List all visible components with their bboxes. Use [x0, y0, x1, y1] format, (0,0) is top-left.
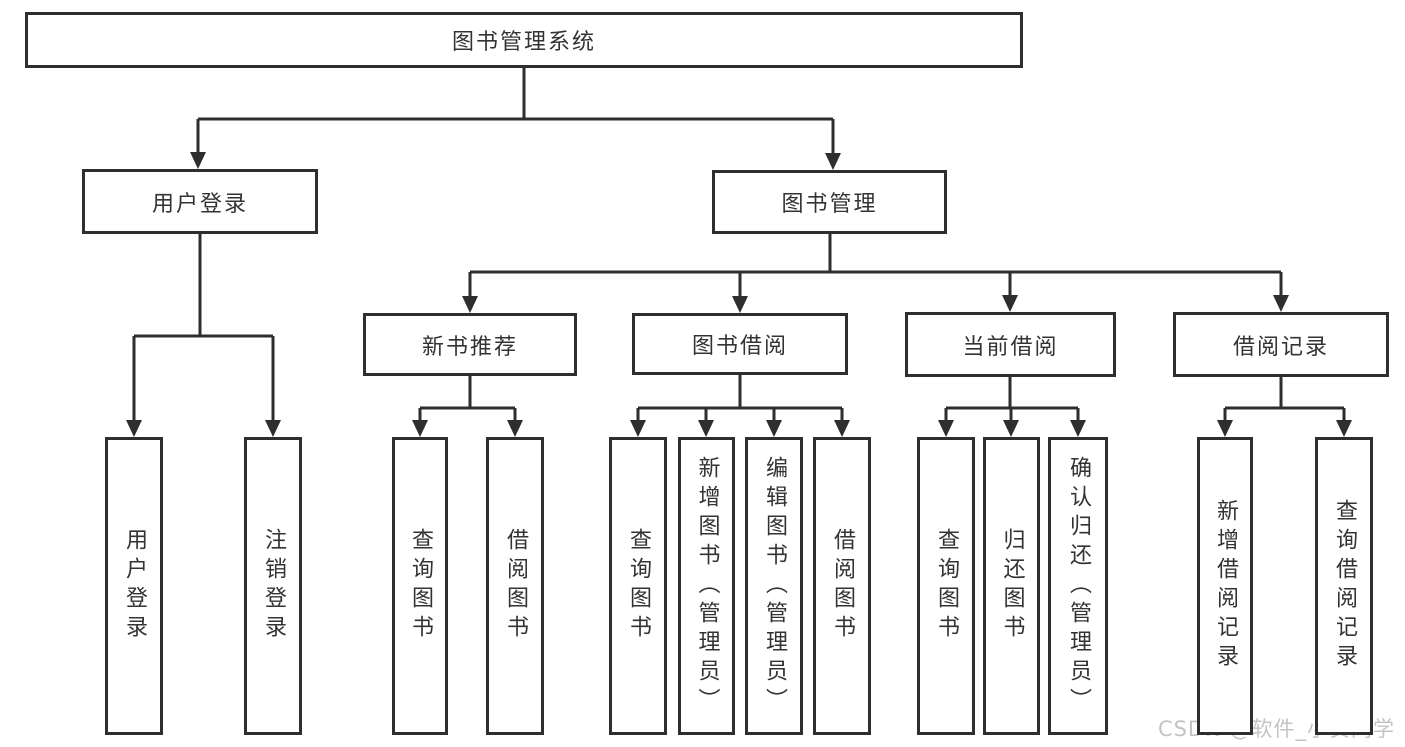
arrowhead-icon — [630, 420, 646, 437]
node-leaf-query-book-3: 查询图书 — [917, 437, 975, 735]
arrowhead-icon — [698, 420, 714, 437]
arrowhead-icon — [462, 296, 478, 313]
arrowhead-icon — [1336, 420, 1352, 437]
node-label: 查询图书 — [934, 528, 959, 644]
node-leaf-confirm-return: 确认归还（管理员） — [1048, 437, 1108, 735]
arrowhead-icon — [834, 420, 850, 437]
node-book-management: 图书管理 — [712, 170, 947, 234]
arrowhead-icon — [825, 153, 841, 170]
node-label: 新增图书（管理员） — [694, 455, 720, 717]
node-leaf-add-borrow-record: 新增借阅记录 — [1197, 437, 1253, 735]
node-borrow-records: 借阅记录 — [1173, 312, 1389, 377]
node-new-book-recommend: 新书推荐 — [363, 313, 577, 376]
node-book-borrow: 图书借阅 — [632, 313, 848, 375]
node-label: 查询图书 — [408, 528, 433, 644]
node-leaf-query-book-1: 查询图书 — [392, 437, 448, 735]
arrowhead-icon — [1002, 295, 1018, 312]
node-label: 用户登录 — [122, 528, 147, 644]
arrowhead-icon — [766, 420, 782, 437]
node-leaf-borrow-book-2: 借阅图书 — [813, 437, 871, 735]
node-label: 当前借阅 — [962, 334, 1059, 360]
node-leaf-query-borrow-record: 查询借阅记录 — [1315, 437, 1373, 735]
node-label: 新增借阅记录 — [1213, 499, 1238, 673]
arrowhead-icon — [190, 152, 206, 169]
arrowhead-icon — [412, 420, 428, 437]
node-root: 图书管理系统 — [25, 12, 1023, 68]
node-leaf-return-book: 归还图书 — [983, 437, 1040, 735]
arrowhead-icon — [126, 420, 142, 437]
node-label: 借阅图书 — [830, 528, 855, 644]
node-leaf-add-book: 新增图书（管理员） — [678, 437, 735, 735]
node-leaf-query-book-2: 查询图书 — [609, 437, 667, 735]
node-leaf-borrow-book-1: 借阅图书 — [486, 437, 544, 735]
node-label: 借阅记录 — [1232, 334, 1329, 360]
node-label: 查询借阅记录 — [1332, 499, 1357, 673]
node-label: 图书管理系统 — [451, 30, 596, 55]
node-leaf-edit-book: 编辑图书（管理员） — [745, 437, 803, 735]
arrowhead-icon — [938, 420, 954, 437]
node-label: 新书推荐 — [421, 334, 518, 360]
node-label: 注销登录 — [261, 528, 286, 644]
node-label: 借阅图书 — [503, 528, 528, 644]
arrowhead-icon — [1217, 420, 1233, 437]
node-label: 用户登录 — [151, 191, 248, 217]
node-label: 归还图书 — [999, 528, 1025, 644]
arrowhead-icon — [1070, 420, 1086, 437]
node-label: 确认归还（管理员） — [1066, 455, 1091, 717]
node-label: 图书管理 — [781, 192, 878, 217]
node-leaf-logout: 注销登录 — [244, 437, 302, 735]
arrowhead-icon — [1273, 295, 1289, 312]
node-leaf-user-login: 用户登录 — [105, 437, 163, 735]
node-current-borrow: 当前借阅 — [905, 312, 1116, 377]
arrowhead-icon — [732, 296, 748, 313]
arrowhead-icon — [1003, 420, 1019, 437]
node-label: 查询图书 — [626, 528, 651, 644]
arrowhead-icon — [265, 420, 281, 437]
node-label: 图书借阅 — [691, 334, 788, 359]
arrowhead-icon — [507, 420, 523, 437]
node-label: 编辑图书（管理员） — [762, 455, 787, 717]
node-user-login: 用户登录 — [82, 169, 318, 234]
